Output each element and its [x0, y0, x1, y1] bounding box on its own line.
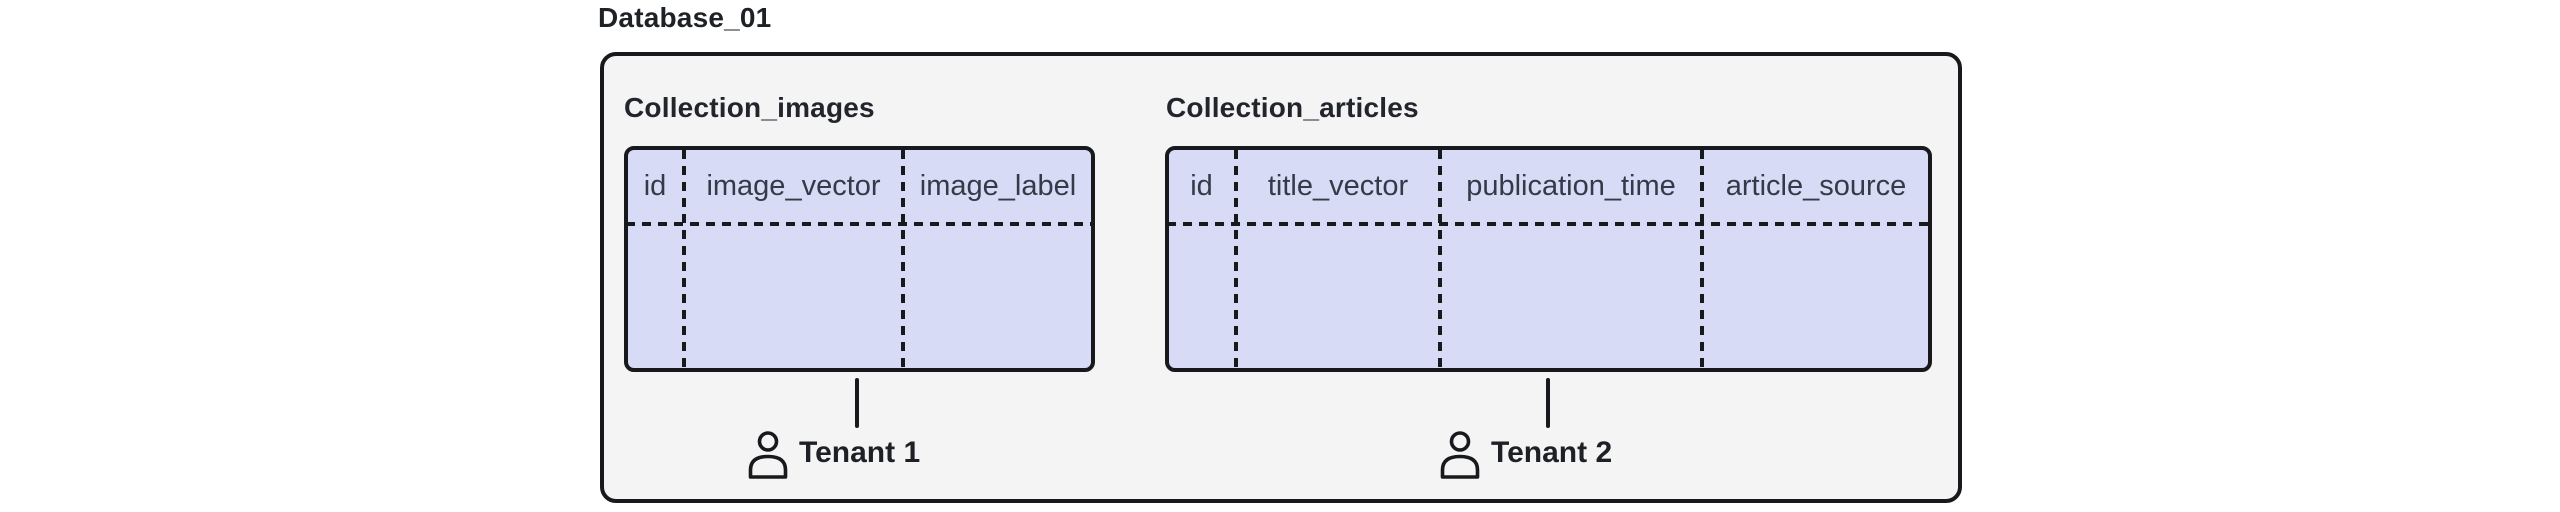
tenant1-connector-line: [855, 378, 859, 428]
person-icon: [1440, 431, 1480, 479]
column-divider: [682, 150, 686, 368]
collection-articles-table: id title_vector publication_time article…: [1165, 146, 1932, 372]
column-header: article_source: [1725, 170, 1907, 202]
database-title: Database_01: [598, 2, 772, 33]
column-header: id: [1190, 170, 1213, 202]
tenant-1-group: Tenant 1: [746, 430, 920, 479]
tenant-1-label: Tenant 1: [799, 436, 921, 469]
header-row-divider: [1167, 222, 1930, 226]
column-header: publication_time: [1466, 170, 1676, 202]
person-icon: [748, 431, 788, 479]
column-header: title_vector: [1267, 170, 1409, 202]
tenant2-connector-line: [1546, 378, 1550, 428]
tenant-2-group: Tenant 2: [1438, 430, 1612, 479]
column-header: id: [643, 170, 667, 202]
collection-images-title: Collection_images: [624, 92, 875, 123]
tenant-2-label: Tenant 2: [1491, 436, 1613, 469]
column-header: image_vector: [706, 170, 881, 202]
collection-images-table: id image_vector image_label: [624, 146, 1095, 372]
header-row-divider: [626, 222, 1093, 226]
collection-articles-title: Collection_articles: [1166, 92, 1419, 123]
column-divider: [1438, 150, 1442, 368]
column-divider: [901, 150, 905, 368]
column-header: image_label: [919, 170, 1077, 202]
column-divider: [1234, 150, 1238, 368]
column-divider: [1700, 150, 1704, 368]
